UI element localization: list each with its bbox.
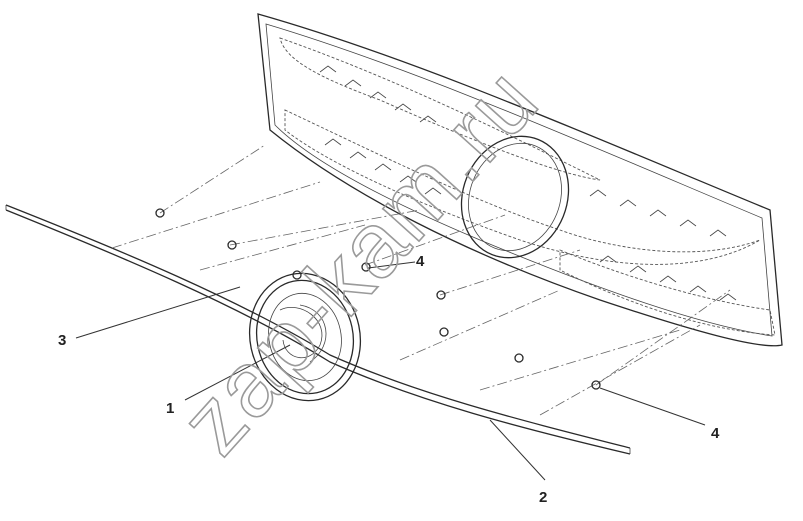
callout-2: 2 (539, 489, 547, 506)
fastener (361, 262, 371, 272)
leader-lines (75, 261, 706, 481)
callout-1: 1 (166, 400, 174, 417)
fastener (155, 208, 165, 218)
fastener (292, 270, 302, 280)
fastener (436, 290, 446, 300)
callout-4-top: 4 (416, 253, 425, 270)
fastener (514, 353, 524, 363)
radiator-grille (257, 13, 783, 347)
fastener (591, 380, 601, 390)
fasteners (155, 208, 601, 390)
assembly-axis-lines (111, 144, 731, 416)
grille-chevron-pattern (319, 65, 737, 301)
callout-4-bottom: 4 (711, 425, 720, 442)
fastener (227, 240, 237, 250)
callout-3: 3 (58, 332, 66, 349)
moulding-strip (5, 204, 631, 455)
fastener (439, 327, 449, 337)
emblem (248, 272, 362, 402)
